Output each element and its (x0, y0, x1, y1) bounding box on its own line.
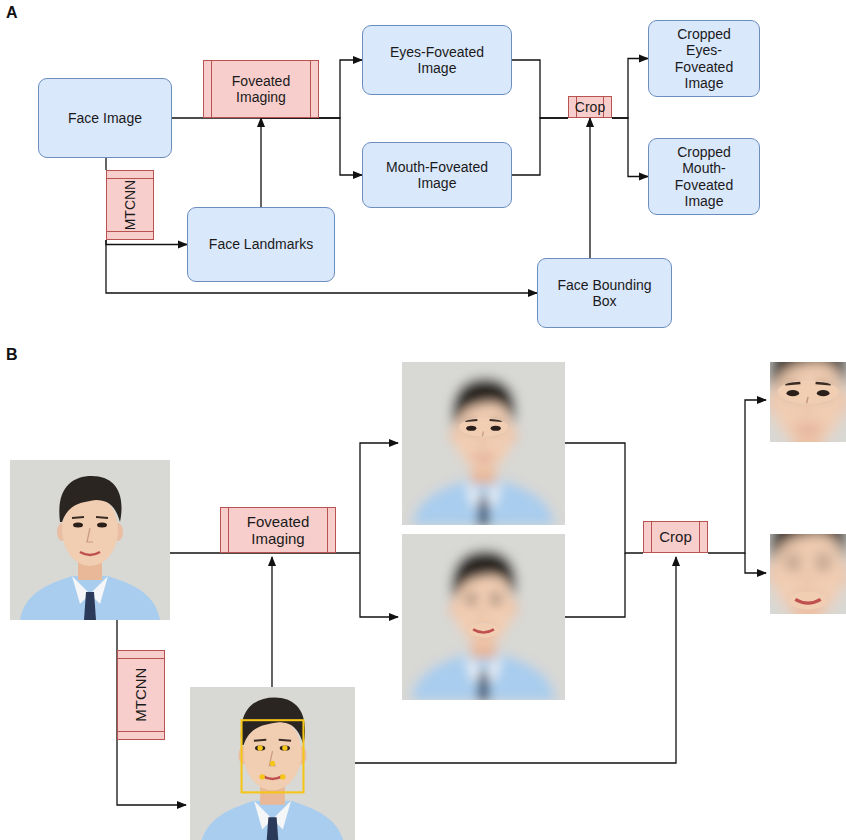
node-text: Face Landmarks (209, 236, 313, 252)
node-text: Foveated Imaging (231, 513, 325, 548)
text-group: MTCNN (105, 197, 156, 213)
panel-label: B (6, 346, 18, 364)
face-photo (10, 460, 170, 620)
data-box: Face Bounding Box (537, 258, 672, 328)
node-text: MTCNN (132, 668, 149, 722)
process-box: Foveated Imaging (203, 60, 319, 118)
process-box: MTCNN (106, 170, 154, 240)
data-box: Face Landmarks (187, 207, 335, 282)
mouth-foveated-photo (401, 534, 567, 700)
node-text: MTCNN (122, 180, 138, 231)
eyes-foveated-photo (402, 362, 565, 525)
panel-b-wires (117, 400, 766, 805)
text-group: Foveated Imaging (214, 73, 308, 105)
connector (512, 118, 568, 175)
text-group: Crop (659, 528, 692, 545)
node-text: Eyes-Foveated Image (375, 44, 499, 76)
node-text: Mouth-Foveated Image (375, 159, 499, 191)
node-text: Face Image (68, 110, 142, 126)
connector (106, 240, 187, 245)
process-box: Crop (643, 521, 708, 553)
cropped-eyes-photo (707, 311, 846, 514)
text-group: Face Landmarks (209, 236, 313, 252)
connector (512, 60, 568, 118)
data-box: Eyes-Foveated Image (362, 25, 512, 95)
connector (260, 118, 261, 207)
text-group: MTCNN (114, 686, 168, 703)
process-box: Foveated Imaging (220, 507, 336, 553)
node-text: Foveated Imaging (214, 73, 308, 105)
data-box: Cropped Eyes-Foveated Image (648, 20, 760, 97)
text-group: Crop (575, 99, 605, 115)
panel-label: A (6, 4, 18, 22)
text-group: Face Image (68, 110, 142, 126)
text-group: Eyes-Foveated Image (375, 44, 499, 76)
landmark-photo (190, 681, 355, 840)
connector (105, 158, 106, 170)
node-text: Crop (575, 99, 605, 115)
connector (261, 118, 362, 175)
node-text: Face Bounding Box (550, 277, 659, 309)
text-group: Cropped Eyes-Foveated Image (661, 26, 747, 90)
connector (589, 118, 590, 258)
node-text: Cropped Eyes-Foveated Image (661, 26, 747, 90)
process-box: MTCNN (117, 650, 165, 740)
cropped-mouth-photo (707, 483, 846, 686)
data-box: Face Image (38, 78, 172, 158)
text-group: Mouth-Foveated Image (375, 159, 499, 191)
data-box: Mouth-Foveated Image (362, 142, 512, 208)
node-text: Cropped Mouth-Foveated Image (661, 144, 747, 208)
text-group: Cropped Mouth-Foveated Image (661, 144, 747, 208)
connector (612, 118, 648, 177)
text-group: Face Bounding Box (550, 277, 659, 309)
connector (612, 59, 648, 119)
text-group: Foveated Imaging (231, 513, 325, 548)
data-box: Cropped Mouth-Foveated Image (648, 138, 760, 215)
process-box: Crop (568, 96, 612, 118)
node-text: Crop (659, 528, 692, 545)
